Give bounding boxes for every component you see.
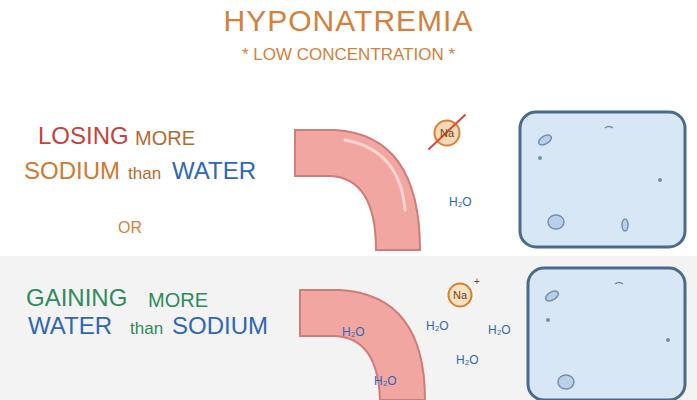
heading-word: WATER — [172, 159, 256, 183]
lower-band — [0, 256, 697, 400]
heading-word: WATER — [28, 314, 112, 338]
cell — [528, 268, 685, 400]
heading-word: than — [130, 320, 163, 337]
organelle — [615, 283, 623, 285]
organelle — [544, 289, 560, 303]
or-label: OR — [118, 220, 142, 236]
heading-word: SODIUM — [24, 159, 120, 183]
sodium-circle: Na+ — [447, 282, 473, 308]
subtitle: * LOW CONCENTRATION * — [0, 46, 697, 63]
organelle — [558, 375, 574, 389]
heading-word: GAINING — [26, 286, 127, 310]
circle-outline — [449, 284, 472, 307]
water-label: H₂O — [456, 354, 479, 366]
organelle — [546, 318, 550, 322]
sodium-circle: Na — [433, 119, 461, 147]
blood-vessel — [300, 290, 425, 400]
water-label: H₂O — [342, 326, 365, 338]
water-label: H₂O — [449, 196, 472, 208]
water-label: H₂O — [374, 375, 397, 387]
title: HYPONATREMIA — [0, 6, 697, 36]
heading-word: MORE — [148, 290, 208, 310]
cross-out — [429, 115, 465, 149]
organelle — [666, 338, 670, 342]
heading-word: MORE — [135, 128, 195, 148]
charge-sign: + — [474, 277, 480, 287]
heading-word: SODIUM — [172, 314, 268, 338]
organelle — [622, 219, 628, 231]
sodium-symbol: Na — [453, 290, 467, 301]
organelle — [537, 133, 553, 147]
sodium-symbol: Na — [440, 128, 454, 139]
heading-word: than — [128, 165, 161, 182]
water-label: H₂O — [488, 324, 511, 336]
vessel-highlight — [345, 140, 405, 210]
organelle — [658, 178, 662, 182]
cell — [520, 112, 685, 247]
blood-vessel — [295, 130, 420, 250]
organelle — [548, 215, 564, 229]
organelle — [605, 127, 613, 129]
organelle — [538, 156, 542, 160]
water-label: H₂O — [426, 320, 449, 332]
heading-word: LOSING — [38, 124, 129, 148]
